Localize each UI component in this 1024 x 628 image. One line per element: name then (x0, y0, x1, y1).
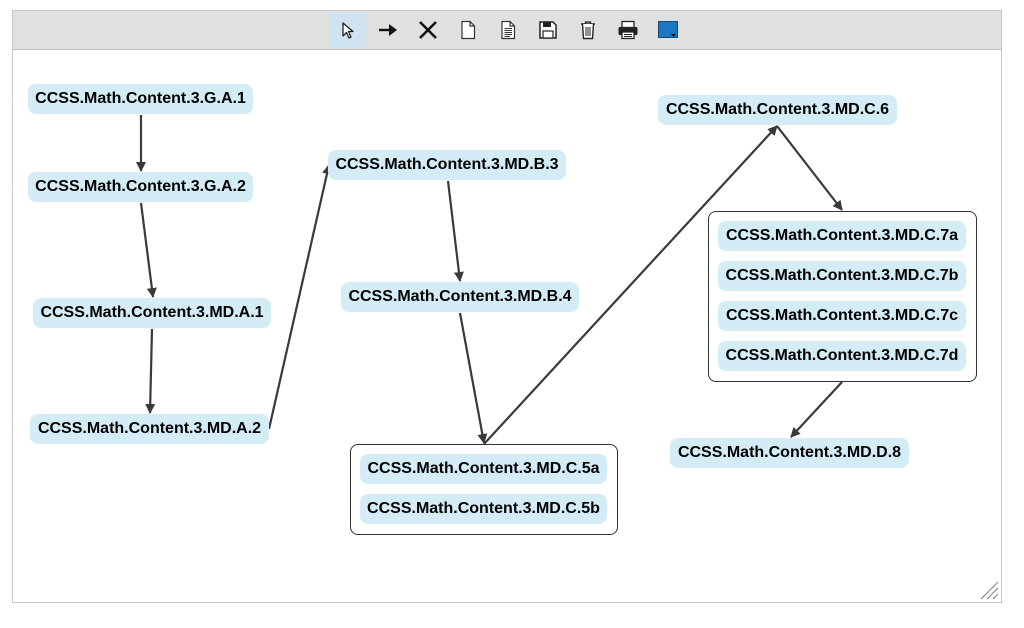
color-swatch-dropdown-icon (658, 21, 678, 38)
node-group-md-c-5[interactable] (350, 444, 618, 535)
edge-md_a1-to-md_a2[interactable] (145, 328, 156, 414)
node-3-g-a-2[interactable]: CCSS.Math.Content.3.G.A.2 (28, 172, 253, 202)
close-x-icon (419, 21, 437, 39)
connect-tool-button[interactable] (370, 12, 406, 48)
edge-group_c5-to-md_c6[interactable] (483, 125, 778, 445)
arrow-right-icon (379, 24, 397, 36)
diagram-edges (136, 115, 843, 445)
node-3-md-d-8[interactable]: CCSS.Math.Content.3.MD.D.8 (670, 438, 909, 468)
node-3-md-c-7d[interactable]: CCSS.Math.Content.3.MD.C.7d (718, 341, 966, 371)
node-3-g-a-1[interactable]: CCSS.Math.Content.3.G.A.1 (28, 84, 253, 114)
printer-icon (618, 20, 638, 40)
text-page-icon (501, 20, 516, 40)
node-3-md-c-5a[interactable]: CCSS.Math.Content.3.MD.C.5a (360, 454, 607, 484)
node-3-md-c-5b[interactable]: CCSS.Math.Content.3.MD.C.5b (360, 494, 607, 524)
diagram-editor: CCSS.Math.Content.3.G.A.1 CCSS.Math.Cont… (12, 10, 1002, 603)
toolbar (13, 11, 1001, 50)
node-3-md-c-7c[interactable]: CCSS.Math.Content.3.MD.C.7c (718, 301, 966, 331)
open-document-button[interactable] (490, 12, 526, 48)
node-3-md-c-7a[interactable]: CCSS.Math.Content.3.MD.C.7a (718, 221, 966, 251)
node-3-md-a-2[interactable]: CCSS.Math.Content.3.MD.A.2 (30, 414, 269, 444)
edge-md_b3-to-md_b4[interactable] (446, 180, 464, 282)
node-3-md-c-7b[interactable]: CCSS.Math.Content.3.MD.C.7b (718, 261, 966, 291)
node-3-md-b-3[interactable]: CCSS.Math.Content.3.MD.B.3 (328, 150, 566, 180)
edge-md_c6-to-group_c7[interactable] (776, 125, 843, 211)
save-button[interactable] (530, 12, 566, 48)
node-3-md-b-4[interactable]: CCSS.Math.Content.3.MD.B.4 (341, 282, 579, 312)
resize-handle-icon[interactable] (977, 578, 999, 600)
edge-g_a2-to-md_a1[interactable] (139, 202, 157, 298)
edge-group_c7-to-md_d8[interactable] (790, 381, 843, 438)
new-document-button[interactable] (450, 12, 486, 48)
trash-can-icon (581, 21, 595, 40)
node-3-md-a-1[interactable]: CCSS.Math.Content.3.MD.A.1 (33, 298, 271, 328)
node-3-md-c-6[interactable]: CCSS.Math.Content.3.MD.C.6 (658, 95, 897, 125)
floppy-disk-icon (539, 21, 557, 39)
delete-tool-button[interactable] (410, 12, 446, 48)
print-button[interactable] (610, 12, 646, 48)
trash-button[interactable] (570, 12, 606, 48)
color-picker-button[interactable] (650, 12, 686, 48)
diagram-canvas[interactable]: CCSS.Math.Content.3.G.A.1 CCSS.Math.Cont… (13, 50, 1001, 602)
node-group-md-c-7[interactable] (708, 211, 977, 382)
edge-md_a2-to-md_b3[interactable] (267, 164, 332, 430)
cursor-arrow-icon (342, 22, 354, 39)
edge-md_b4-to-group_c5[interactable] (458, 312, 488, 444)
blank-page-icon (461, 20, 476, 40)
select-tool-button[interactable] (330, 12, 366, 48)
